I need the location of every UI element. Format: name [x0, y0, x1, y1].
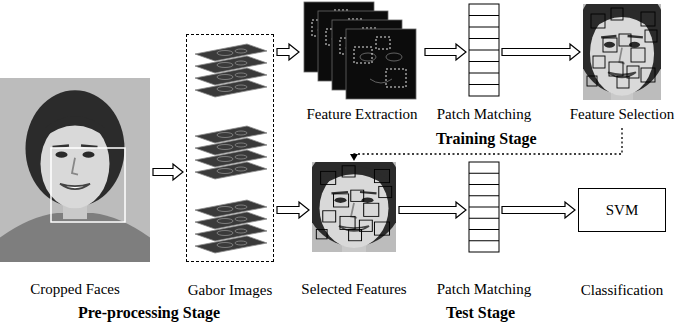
- caption: Patch Matching: [437, 281, 532, 298]
- block-arrow: [425, 44, 466, 60]
- stage-label: Training Stage: [434, 130, 539, 148]
- image-node: Cropped Faces: [0, 78, 150, 262]
- block-arrow: [277, 44, 299, 60]
- connector-line: [354, 128, 622, 155]
- stage-label: Test Stage: [444, 304, 517, 322]
- caption: Selected Features: [301, 281, 406, 298]
- caption: Gabor Images: [188, 282, 273, 299]
- box-text: SVM: [606, 202, 639, 219]
- feature-maps: [304, 2, 416, 99]
- connector: [425, 44, 466, 60]
- image-node: Feature Selection: [583, 4, 661, 100]
- image-group: Gabor Images: [186, 34, 274, 262]
- connector: [277, 44, 299, 60]
- crop-box: [51, 148, 125, 222]
- block-arrow: [277, 202, 309, 218]
- caption: Feature Extraction: [306, 106, 417, 123]
- arrowhead: [350, 154, 358, 161]
- caption: Patch Matching: [437, 106, 532, 123]
- block-arrow: [502, 202, 575, 218]
- connector: [153, 164, 183, 180]
- block-arrow: [153, 164, 183, 180]
- connector: [502, 44, 580, 60]
- connector: [277, 202, 309, 218]
- classifier-box: SVMClassification: [578, 188, 666, 232]
- vector-node: Patch Matching: [469, 162, 499, 252]
- image-node: Feature Extraction: [302, 0, 422, 100]
- block-arrow: [399, 202, 466, 218]
- image-node: Selected Features: [312, 162, 396, 252]
- vector-node: Patch Matching: [469, 4, 499, 96]
- connector: [502, 202, 575, 218]
- gabor-stack: [195, 44, 267, 253]
- selected-patches: [587, 8, 657, 88]
- feature-vector: [469, 4, 499, 252]
- face-photo: [0, 78, 150, 262]
- connector: [399, 202, 466, 218]
- face-crop: [552, 0, 691, 147]
- block-arrow: [502, 44, 580, 60]
- connector: [350, 128, 622, 161]
- caption: Cropped Faces: [30, 281, 120, 298]
- selected-patches: [316, 166, 391, 241]
- stage-label: Pre-processing Stage: [76, 304, 222, 322]
- caption: Feature Selection: [570, 106, 675, 123]
- caption: Classification: [581, 282, 664, 299]
